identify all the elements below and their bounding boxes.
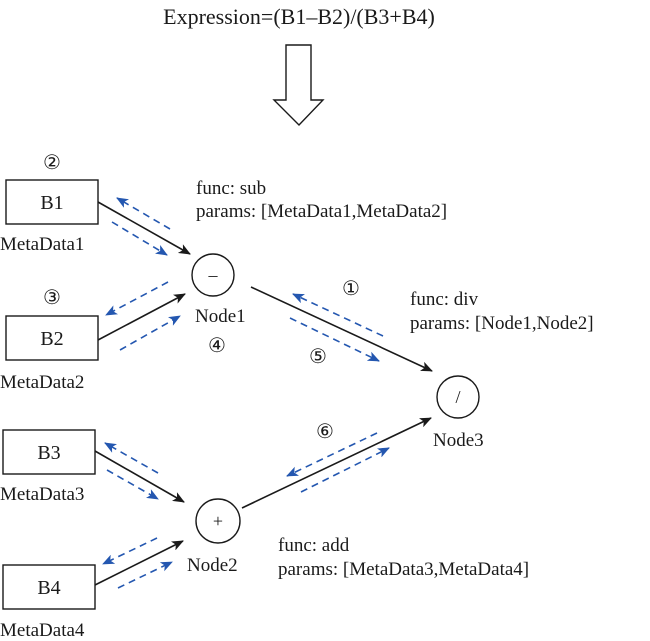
dashed-arrow-forward xyxy=(119,315,181,351)
solid-arrow xyxy=(250,286,433,372)
step-marker: ④ xyxy=(208,335,226,357)
edge-B2-Node1 xyxy=(97,281,186,351)
metadata-label: MetaData3 xyxy=(0,484,84,505)
input-B1: ② B1 MetaData1 xyxy=(0,152,99,255)
dashed-arrow-back xyxy=(116,197,171,230)
node-name: Node3 xyxy=(433,430,484,451)
input-label: B2 xyxy=(40,328,63,350)
down-arrow-icon xyxy=(272,44,325,127)
metadata-label: MetaData4 xyxy=(0,620,85,641)
edge-B3-Node2 xyxy=(94,442,185,503)
edge-B4-Node2 xyxy=(94,537,184,589)
input-label: B4 xyxy=(37,577,60,599)
dashed-arrow-forward xyxy=(111,221,168,256)
expression-title: Expression=(B1–B2)/(B3+B4) xyxy=(163,4,435,29)
edge-B1-Node1 xyxy=(97,197,191,256)
dashed-arrow-back xyxy=(105,281,169,316)
solid-arrow xyxy=(241,417,432,509)
dashed-arrow-back xyxy=(286,432,378,477)
node-circle xyxy=(195,498,241,544)
input-B3: B3 MetaData3 xyxy=(0,429,96,505)
input-label: B1 xyxy=(40,192,63,214)
step-marker: ② xyxy=(43,152,61,174)
node-name: Node2 xyxy=(187,555,238,576)
input-box xyxy=(2,429,96,475)
solid-arrow xyxy=(97,201,191,255)
edge-Node2-Node3: ⑥ xyxy=(241,417,432,509)
node-circle xyxy=(191,253,235,297)
metadata-label: MetaData2 xyxy=(0,372,84,393)
metadata-label: MetaData1 xyxy=(0,234,84,255)
node-params-label: params: [MetaData3,MetaData4] xyxy=(278,559,529,580)
dashed-arrow-forward xyxy=(289,317,380,362)
node-func-label: func: add xyxy=(278,535,350,556)
node-func-label: func: sub xyxy=(196,178,266,199)
node-Node1: func: sub params: [MetaData1,MetaData2] … xyxy=(191,178,447,357)
dashed-arrow-back xyxy=(104,442,159,474)
node-params-label: params: [MetaData1,MetaData2] xyxy=(196,201,447,222)
node-Node3: func: div params: [Node1,Node2] / Node3 xyxy=(410,289,594,451)
input-box xyxy=(5,315,99,361)
step-marker: ① xyxy=(342,278,360,300)
step-marker: ⑥ xyxy=(316,421,334,443)
solid-arrow xyxy=(94,450,185,503)
input-B4: B4 MetaData4 xyxy=(0,564,96,641)
operator-symbol: + xyxy=(213,511,223,531)
operator-symbol: – xyxy=(208,265,219,285)
node-func-label: func: div xyxy=(410,289,479,310)
node-circle xyxy=(436,375,480,419)
solid-arrow xyxy=(97,293,186,341)
input-box xyxy=(5,179,99,225)
dashed-arrow-forward xyxy=(106,469,159,500)
step-marker: ⑤ xyxy=(309,346,327,368)
input-box xyxy=(2,564,96,610)
node-name: Node1 xyxy=(195,306,246,327)
dashed-arrow-back xyxy=(292,293,384,337)
dashed-arrow-forward xyxy=(300,447,390,493)
node-params-label: params: [Node1,Node2] xyxy=(410,313,594,334)
step-marker: ③ xyxy=(43,287,61,309)
operator-symbol: / xyxy=(455,387,460,407)
input-B2: ③ B2 MetaData2 xyxy=(0,287,99,393)
dashed-arrow-forward xyxy=(117,561,173,589)
input-label: B3 xyxy=(37,442,60,464)
edge-Node1-Node3: ① ⑤ xyxy=(250,278,433,372)
dashed-arrow-back xyxy=(102,537,158,565)
node-Node2: + Node2 func: add params: [MetaData3,Met… xyxy=(187,498,529,580)
solid-arrow xyxy=(94,540,184,586)
